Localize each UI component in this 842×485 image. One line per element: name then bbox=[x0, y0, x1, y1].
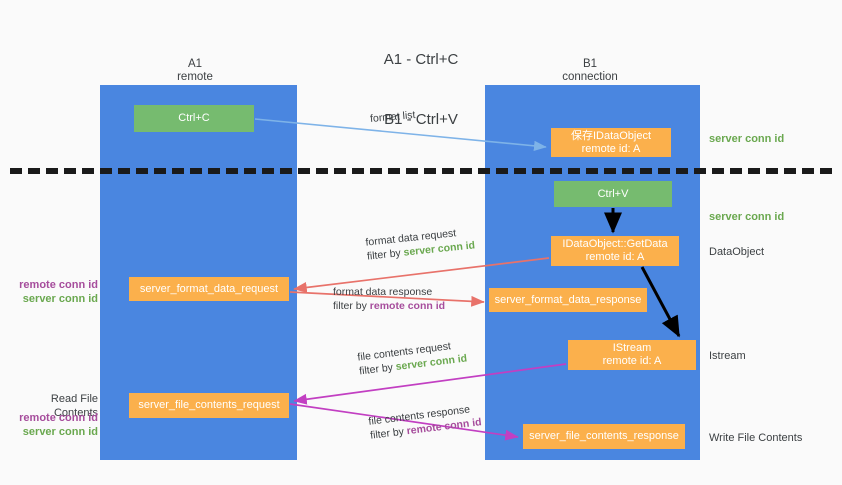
box-idataobject-getdata[interactable]: IDataObject::GetData remote id: A bbox=[551, 236, 679, 266]
box-istream[interactable]: IStream remote id: A bbox=[568, 340, 696, 370]
arrow-file-contents-request bbox=[293, 363, 567, 405]
arrow-format-data-response bbox=[289, 291, 485, 307]
box-server-format-data-response-label: server_format_data_response bbox=[494, 293, 642, 306]
label-server-conn-id-top: server conn id bbox=[709, 133, 785, 145]
note-format-data-response: format data response filter by remote co… bbox=[333, 285, 445, 313]
box-server-format-data-request[interactable]: server_format_data_request bbox=[129, 277, 289, 301]
box-server-format-data-response[interactable]: server_format_data_response bbox=[489, 288, 647, 312]
box-ctrl-c[interactable]: Ctrl+C bbox=[134, 105, 254, 132]
page-title: A1 - Ctrl+C B1 - Ctrl+V bbox=[0, 10, 842, 170]
box-idataobject-getdata-line2: remote id: A bbox=[585, 251, 645, 263]
label-write-file-contents: Write File Contents bbox=[709, 432, 803, 444]
label-server-conn-id-mid: server conn id bbox=[709, 211, 785, 223]
label-server-conn-id-1: server conn id bbox=[22, 293, 98, 305]
column-header-a1: A1 remote bbox=[140, 58, 250, 84]
note-format-data-request-filter-prefix: filter by bbox=[366, 246, 405, 263]
box-server-file-contents-request-label: server_file_contents_request bbox=[138, 399, 280, 411]
note-format-data-response-filter-value: remote conn id bbox=[369, 300, 446, 312]
label-server-conn-id-2: server conn id bbox=[22, 426, 98, 438]
title-line-1: A1 - Ctrl+C bbox=[383, 51, 459, 68]
dashed-divider bbox=[10, 168, 832, 174]
box-server-file-contents-request[interactable]: server_file_contents_request bbox=[129, 393, 289, 418]
box-istream-line1: IStream bbox=[612, 342, 652, 354]
column-header-a1-role: remote bbox=[177, 71, 213, 83]
label-left-conn-group-1: remote conn id server conn id bbox=[10, 278, 98, 306]
label-left-conn-group-2: remote conn id server conn id bbox=[10, 411, 98, 439]
box-ctrl-c-label: Ctrl+C bbox=[178, 112, 210, 124]
box-server-format-data-request-label: server_format_data_request bbox=[139, 282, 279, 295]
column-header-a1-name: A1 bbox=[187, 58, 203, 70]
arrow-format-list bbox=[254, 118, 547, 151]
box-save-idataobject-line2: remote id: A bbox=[581, 142, 641, 155]
label-remote-conn-id-2: remote conn id bbox=[19, 412, 98, 424]
box-idataobject-getdata-line1: IDataObject::GetData bbox=[562, 238, 668, 250]
arrow-file-contents-response bbox=[289, 403, 519, 441]
box-istream-line2: remote id: A bbox=[602, 355, 662, 367]
arrow-getdata-to-istream bbox=[640, 266, 681, 338]
note-format-data-response-text: format data response bbox=[333, 286, 433, 298]
label-read-file-contents: Read File Contents bbox=[50, 393, 98, 419]
column-header-b1: B1 connection bbox=[535, 58, 645, 84]
label-dataobject: DataObject bbox=[709, 246, 765, 258]
column-header-b1-name: B1 bbox=[582, 58, 598, 70]
arrow-format-data-request bbox=[293, 257, 550, 293]
label-remote-conn-id-1: remote conn id bbox=[19, 279, 98, 291]
box-ctrl-v-label: Ctrl+V bbox=[597, 187, 629, 200]
note-format-data-response-filter-prefix: filter by bbox=[333, 300, 370, 312]
box-server-file-contents-response[interactable]: server_file_contents_response bbox=[523, 424, 685, 449]
box-save-idataobject-line1: 保存IDataObject bbox=[570, 129, 652, 142]
label-istream: Istream bbox=[709, 350, 746, 362]
title-line-2: B1 - Ctrl+V bbox=[384, 111, 458, 128]
column-header-b1-role: connection bbox=[562, 71, 618, 83]
box-save-idataobject[interactable]: 保存IDataObject remote id: A bbox=[551, 128, 671, 157]
box-server-file-contents-response-label: server_file_contents_response bbox=[529, 430, 679, 442]
box-ctrl-v[interactable]: Ctrl+V bbox=[554, 181, 672, 207]
